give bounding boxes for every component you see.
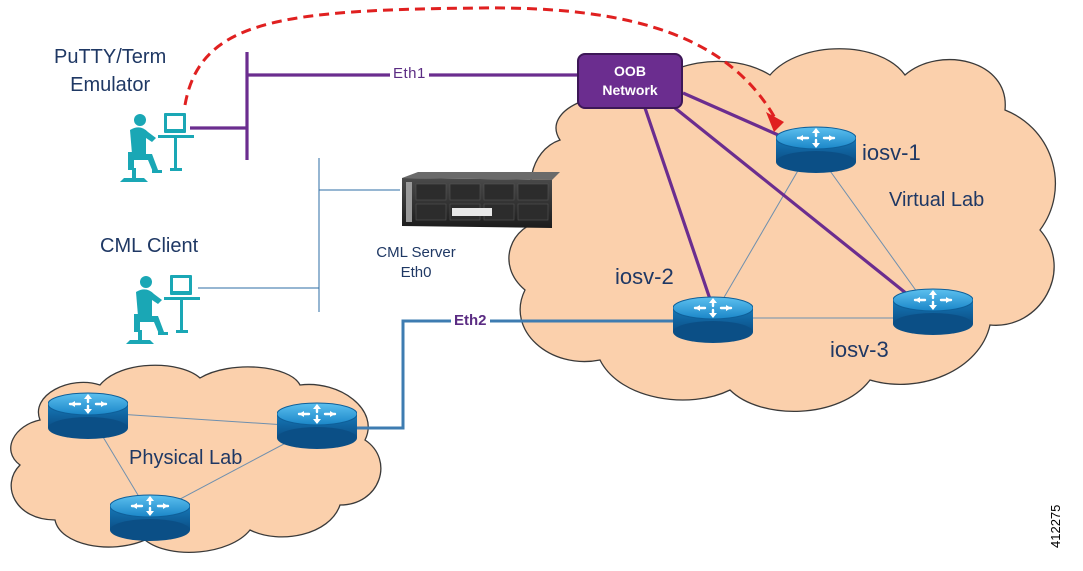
cml-server-label-line1: CML Server [376, 244, 456, 261]
person-at-computer-icon [120, 113, 194, 182]
server-icon[interactable] [402, 172, 560, 228]
physical-lab-label: Physical Lab [129, 447, 243, 469]
eth2-link [352, 319, 680, 430]
cml-server-label-line2: Eth0 [400, 264, 432, 281]
iosv-3-label: iosv-3 [830, 337, 889, 362]
router-icon[interactable] [776, 126, 856, 174]
person-at-computer-icon [126, 275, 200, 344]
putty-label: PuTTY/Term Emulator [54, 43, 166, 99]
iosv-1-label: iosv-1 [862, 140, 921, 165]
figure-id: 412275 [1048, 504, 1063, 548]
router-icon[interactable] [110, 494, 190, 542]
iosv-2-label: iosv-2 [615, 264, 674, 289]
oob-network-box[interactable]: OOB Network [577, 53, 683, 109]
router-icon[interactable] [48, 392, 128, 440]
oob-label-line1: OOB [614, 63, 646, 79]
router-icon[interactable] [893, 288, 973, 336]
arrowhead-icon [766, 112, 784, 132]
cml-server-label: CML Server Eth0 [366, 243, 466, 283]
eth1-label: Eth1 [390, 65, 429, 82]
management-links [198, 158, 400, 312]
putty-label-line1: PuTTY/Term [54, 46, 167, 68]
oob-links [190, 52, 919, 306]
oob-label-line2: Network [602, 82, 658, 98]
router-icon[interactable] [673, 296, 753, 344]
putty-label-line2: Emulator [70, 74, 151, 96]
virtual-lab-label: Virtual Lab [889, 189, 985, 211]
eth2-label: Eth2 [451, 312, 490, 329]
cml-client-label: CML Client [100, 235, 199, 257]
console-session-arc [183, 6, 777, 119]
router-icon[interactable] [277, 402, 357, 450]
